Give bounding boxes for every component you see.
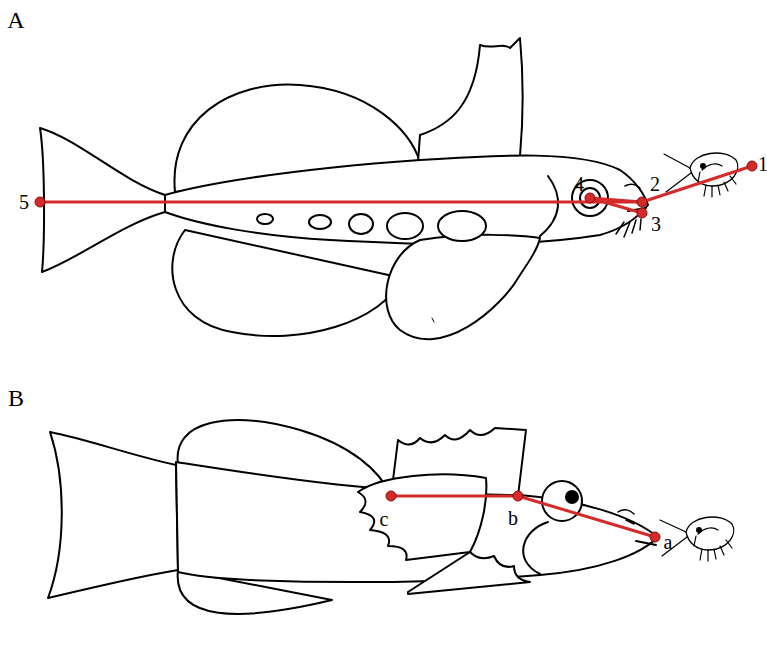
second-dorsal-fin: [418, 38, 523, 162]
body-spot: [438, 211, 486, 241]
body-spot: [309, 215, 331, 229]
gill-line: [523, 522, 548, 574]
landmark-dot: [637, 208, 647, 218]
point-label: 1: [758, 154, 767, 174]
measure-line: [642, 166, 752, 202]
measure-line: [40, 201, 642, 204]
pectoral-mark: [432, 318, 434, 322]
point-label: 4: [574, 174, 584, 194]
head-ridge: [618, 510, 634, 524]
landmark-dot: [747, 161, 757, 171]
copepod-limbs: [660, 520, 732, 561]
landmark-dot: [637, 197, 647, 207]
fish-body: [176, 462, 658, 582]
fish-body: [165, 156, 648, 245]
gill-line: [540, 176, 558, 236]
measure-line: [590, 198, 642, 213]
body-spot: [387, 213, 423, 239]
eye-pupil: [566, 491, 578, 503]
opercle-mark: [625, 184, 640, 188]
copepod-eye: [697, 528, 701, 532]
point-label: a: [664, 532, 673, 552]
body-spot: [257, 214, 273, 224]
ventral-fin: [172, 230, 402, 336]
copepod-body: [686, 517, 734, 550]
panel-label: A: [7, 8, 24, 32]
pectoral-fin: [358, 474, 486, 560]
landmark-dot: [35, 197, 45, 207]
point-label: 5: [19, 192, 29, 212]
point-label: 2: [650, 174, 660, 194]
landmark-dot: [585, 193, 595, 203]
eye-outer: [542, 481, 582, 521]
body-spot: [349, 214, 373, 234]
point-label: b: [508, 508, 518, 528]
tail-fin: [40, 128, 165, 272]
barbels: [616, 219, 641, 237]
copepod-eye: [701, 164, 705, 168]
pelvic-fin: [408, 552, 530, 594]
tail-fin: [48, 432, 178, 598]
panel-label: B: [8, 386, 24, 410]
pectoral-fin: [386, 235, 540, 339]
copepod-body: [690, 153, 738, 186]
landmark-dot: [386, 491, 396, 501]
measure-line: [391, 495, 518, 498]
point-label: 3: [651, 214, 661, 234]
point-label: c: [380, 509, 389, 529]
landmark-dot: [513, 491, 523, 501]
measure-line: [518, 496, 655, 537]
landmark-dot: [650, 532, 660, 542]
